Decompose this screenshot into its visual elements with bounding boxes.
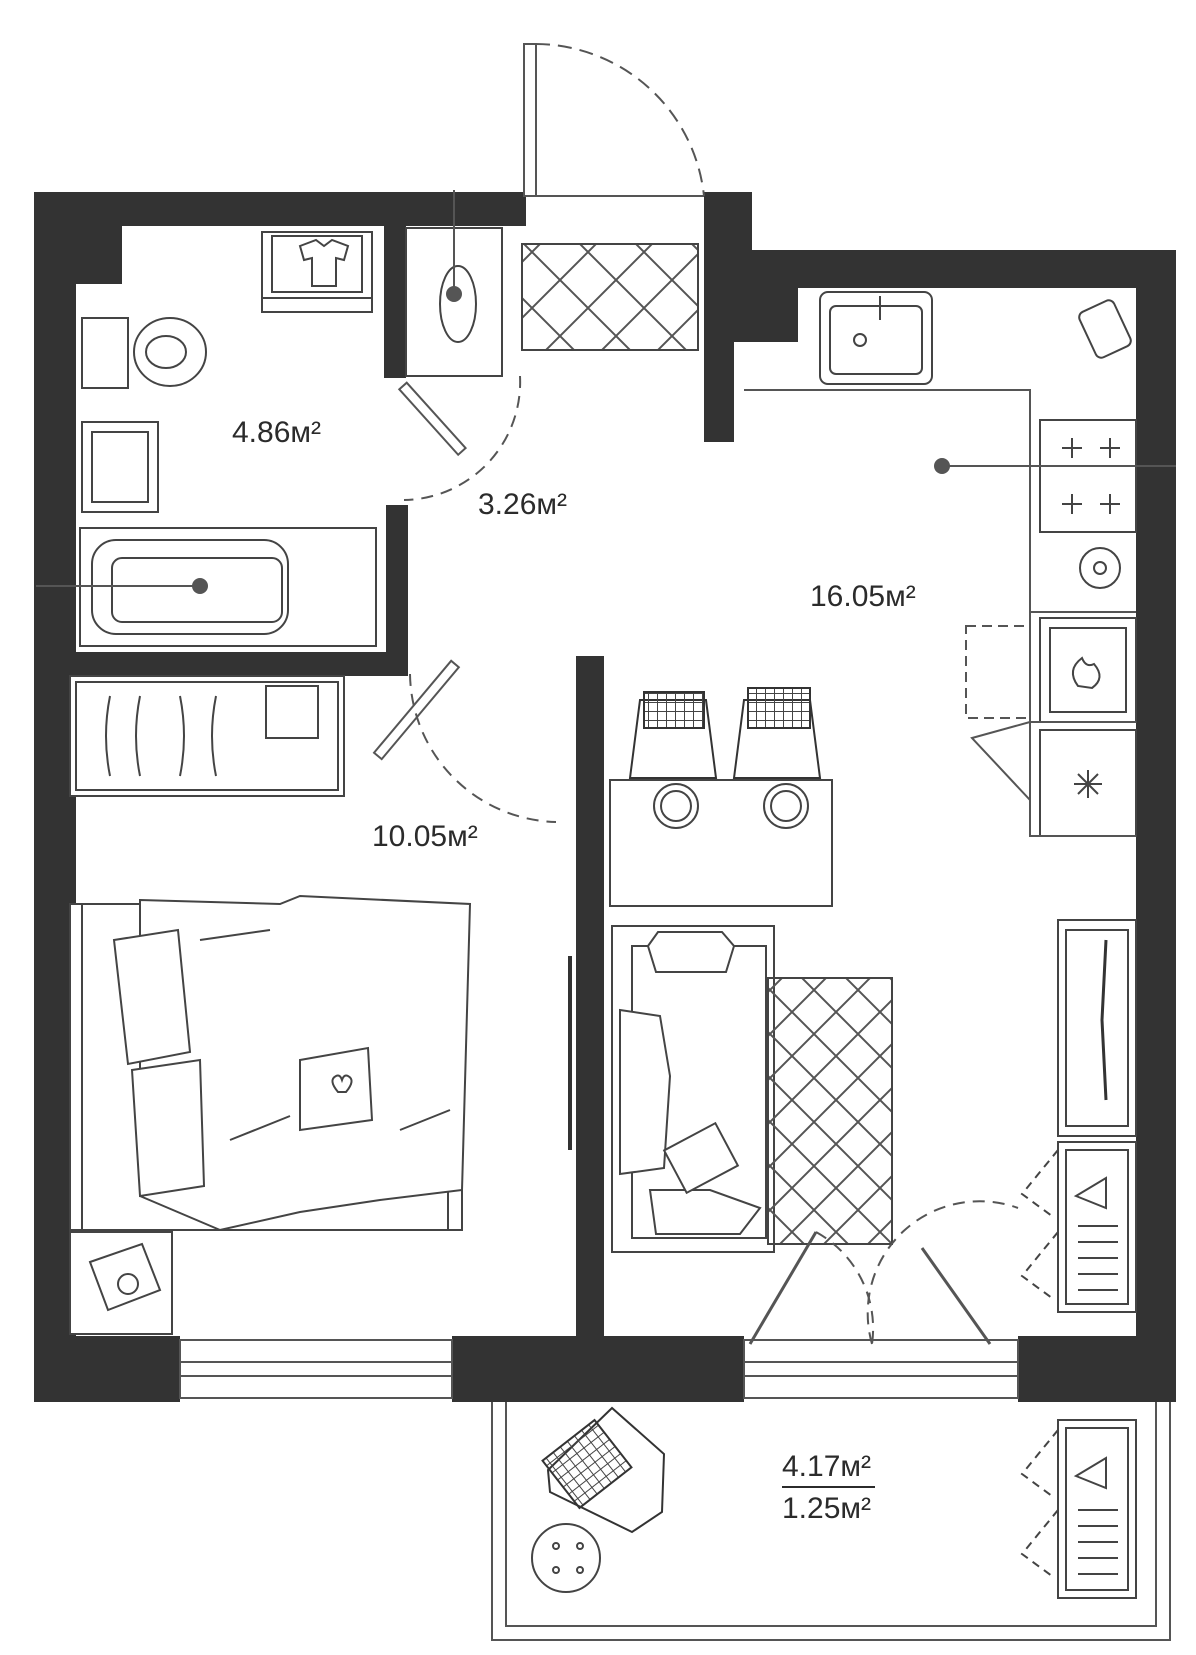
balcony-table-icon	[531, 1523, 601, 1593]
tv-icon	[1100, 939, 1108, 1101]
sink-icon	[819, 291, 933, 385]
shelf-icon	[1020, 1141, 1137, 1313]
window-icon	[179, 1339, 1019, 1399]
area-label-bedroom: 10.05м²	[372, 820, 478, 853]
door-icon	[372, 659, 557, 823]
fridge-icon	[1039, 729, 1137, 837]
stove-icon	[1039, 419, 1137, 533]
marker-lines	[36, 190, 1176, 594]
sofa-icon	[611, 925, 775, 1253]
area-label-kitchen-living: 16.05м²	[810, 580, 916, 613]
double-bed-icon	[69, 894, 472, 1232]
area-label-bathroom: 4.86м²	[232, 416, 322, 449]
washing-machine-icon	[261, 231, 373, 313]
door-icon	[397, 375, 522, 501]
area-label-hallway: 3.26м²	[478, 488, 568, 521]
shelf-icon	[1020, 1419, 1137, 1599]
dining-table-icon	[609, 779, 833, 907]
kettle-icon	[1079, 547, 1121, 589]
baking-dish-icon	[1078, 299, 1132, 359]
balcony-reduced-area: 1.25м²	[782, 1492, 872, 1525]
rug-icon	[767, 977, 893, 1245]
shoe-rack-icon	[521, 243, 699, 351]
balcony-chair-icon	[541, 1406, 666, 1534]
tv-stand-icon	[1057, 919, 1137, 1137]
chair-icon	[628, 691, 718, 779]
balcony	[491, 1402, 1171, 1641]
nightstand-icon	[69, 1231, 173, 1335]
door-icon	[748, 1200, 1019, 1345]
counter-outline	[744, 389, 1136, 837]
walls	[34, 192, 1176, 1402]
oven-icon	[1039, 617, 1137, 723]
toilet-icon	[81, 317, 207, 389]
area-label-balcony: 4.17м² 1.25м²	[782, 1452, 876, 1525]
chair-icon	[732, 687, 822, 779]
wardrobe-icon	[69, 675, 345, 797]
balcony-area: 4.17м²	[782, 1452, 876, 1488]
door-icon	[523, 43, 705, 197]
washbasin-icon	[81, 421, 159, 513]
